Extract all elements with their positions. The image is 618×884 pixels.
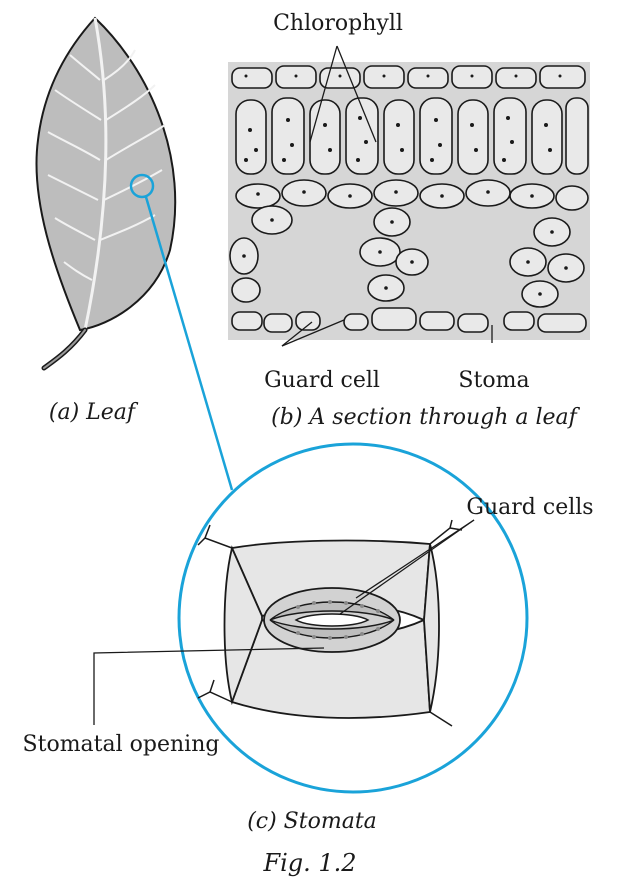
guard-cell-label: Guard cell	[264, 368, 380, 393]
magnification-connector-line	[146, 197, 232, 490]
caption-a-leaf: (a) Leaf	[49, 400, 139, 425]
leaf-illustration	[36, 18, 175, 368]
stomatal-pore	[296, 614, 368, 626]
leaf-section-illustration	[228, 46, 590, 346]
stoma-label: Stoma	[458, 368, 529, 393]
figure-number: Fig. 1.2	[262, 849, 356, 877]
caption-b-section: (b) A section through a leaf	[271, 405, 581, 430]
guard-cells-label: Guard cells	[466, 495, 593, 520]
stomatal-opening-label: Stomatal opening	[23, 732, 220, 757]
chlorophyll-label: Chlorophyll	[273, 11, 403, 36]
caption-c-stomata: (c) Stomata	[247, 809, 377, 834]
